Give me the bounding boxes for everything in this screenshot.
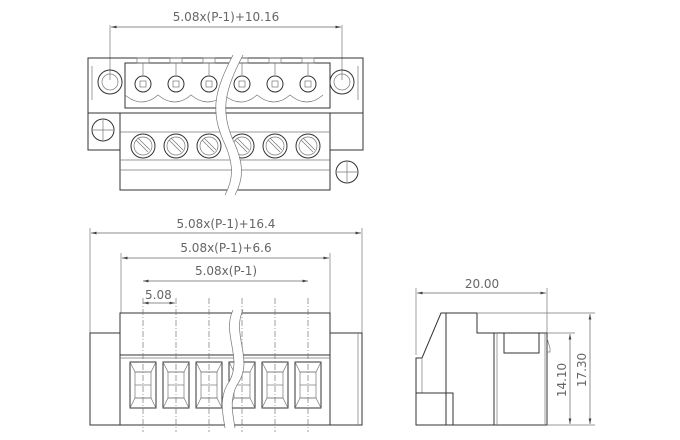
side-depth-dimension: 20.00 (465, 277, 499, 291)
top-view: 5.08x(P-1)+10.16 (87, 10, 364, 198)
screw-4 (229, 133, 255, 159)
pin-1 (134, 57, 152, 93)
pin-6 (299, 57, 317, 93)
mounting-hole-right (329, 69, 355, 95)
locating-hole-left (91, 118, 115, 142)
screw-1 (130, 133, 156, 159)
screw-3 (196, 133, 222, 159)
screw-6 (295, 133, 321, 159)
pin-3 (200, 57, 218, 93)
pin-2 (167, 57, 185, 93)
mounting-hole-left (97, 69, 123, 95)
screw-2 (163, 133, 189, 159)
front-pitch-dimension: 5.08 (145, 288, 172, 302)
locating-hole-right (335, 160, 359, 184)
screw-5 (262, 133, 288, 159)
front-overall-dimension: 5.08x(P-1)+16.4 (177, 217, 276, 231)
side-total-height-dimension: 17.30 (575, 353, 589, 387)
pin-5 (266, 57, 284, 93)
side-inner-height-dimension: 14.10 (555, 363, 569, 397)
top-overall-dimension: 5.08x(P-1)+10.16 (173, 10, 280, 24)
front-pitch-span-dimension: 5.08x(P-1) (195, 264, 257, 278)
front-body-dimension: 5.08x(P-1)+6.6 (180, 241, 271, 255)
front-view: 5.08x(P-1)+16.4 5.08x(P-1)+6.6 5.08x(P-1… (89, 217, 363, 432)
side-view: 20.00 17.30 14.10 (415, 277, 595, 426)
